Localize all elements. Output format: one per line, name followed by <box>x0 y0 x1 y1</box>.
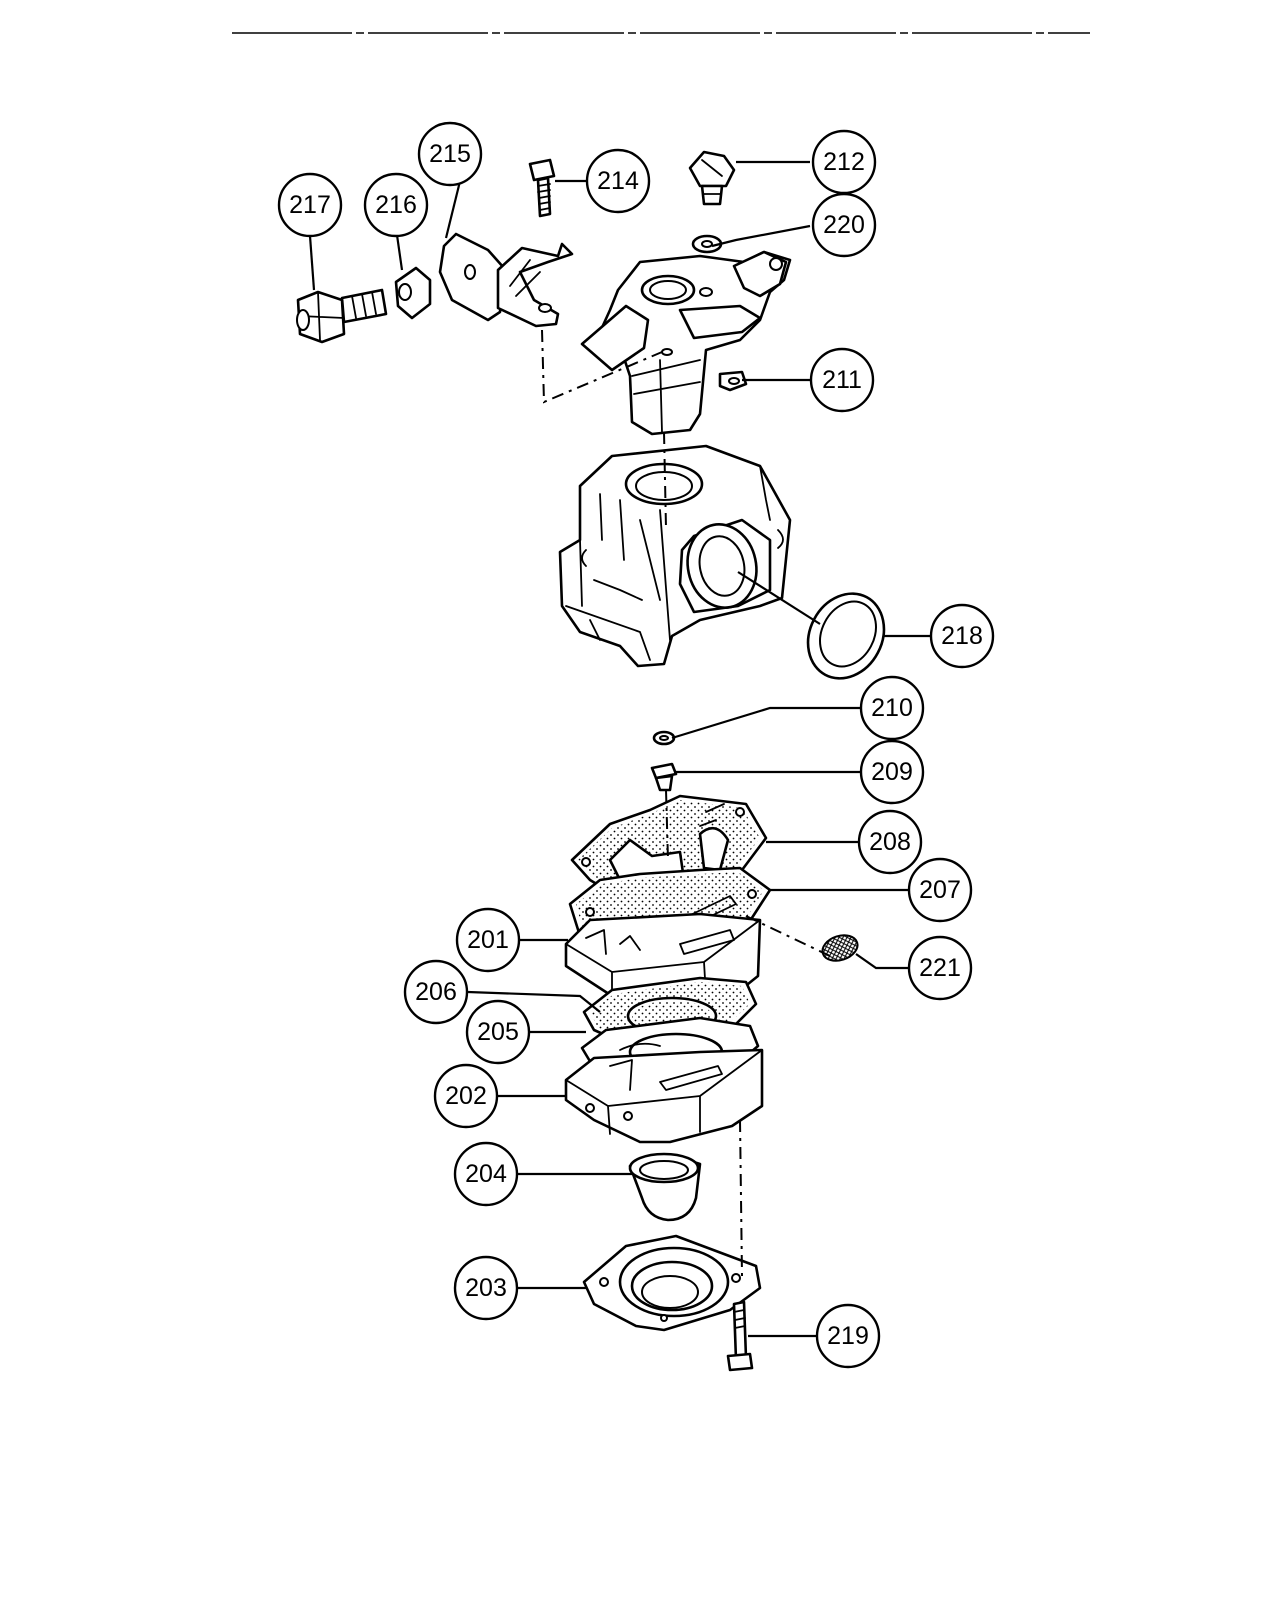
callout-202: 202 <box>433 1063 499 1129</box>
part-211-clip <box>718 370 748 392</box>
callout-218: 218 <box>929 603 995 669</box>
callout-label: 217 <box>289 191 331 219</box>
callout-219: 219 <box>815 1303 881 1369</box>
callout-label: 216 <box>375 191 417 219</box>
part-210-oring <box>652 730 676 746</box>
callout-208: 208 <box>857 809 923 875</box>
callout-209: 209 <box>859 739 925 805</box>
callout-label: 201 <box>467 926 509 954</box>
callout-220: 220 <box>811 192 877 258</box>
callout-217: 217 <box>277 172 343 238</box>
part-204-cup <box>628 1152 702 1222</box>
callout-214: 214 <box>585 148 651 214</box>
part-209-valve <box>650 762 678 792</box>
carburetor-body <box>558 444 792 668</box>
part-203-plate <box>582 1234 762 1332</box>
part-217-fitting <box>296 288 388 344</box>
callout-label: 202 <box>445 1082 487 1110</box>
callout-label: 218 <box>941 622 983 650</box>
callout-label: 206 <box>415 978 457 1006</box>
callout-label: 203 <box>465 1274 507 1302</box>
callout-label: 212 <box>823 148 865 176</box>
callout-206: 206 <box>403 959 469 1025</box>
callout-205: 205 <box>465 999 531 1065</box>
callout-215: 215 <box>417 121 483 187</box>
callout-label: 219 <box>827 1322 869 1350</box>
leader-lines <box>308 160 930 1338</box>
callout-221: 221 <box>907 935 973 1001</box>
part-219-screw <box>726 1300 754 1372</box>
assembly-lines <box>541 329 831 1277</box>
callout-212: 212 <box>811 129 877 195</box>
callout-204: 204 <box>453 1141 519 1207</box>
throttle-housing <box>580 250 792 436</box>
part-221-strainer <box>821 934 859 962</box>
part-218-seal <box>806 592 886 680</box>
callout-label: 221 <box>919 954 961 982</box>
callout-label: 204 <box>465 1160 507 1188</box>
part-216-nut <box>394 266 432 320</box>
part-212-screw <box>688 150 736 206</box>
callout-label: 209 <box>871 758 913 786</box>
part-214-screw <box>528 158 556 218</box>
callout-label: 211 <box>822 366 862 394</box>
callout-207: 207 <box>907 857 973 923</box>
part-202-cover <box>564 1048 764 1144</box>
callout-label: 220 <box>823 211 865 239</box>
callout-label: 215 <box>429 140 471 168</box>
callout-211: 211 <box>809 347 875 413</box>
callout-label: 205 <box>477 1018 519 1046</box>
callout-201: 201 <box>455 907 521 973</box>
callout-203: 203 <box>453 1255 519 1321</box>
callout-label: 207 <box>919 876 961 904</box>
callout-216: 216 <box>363 172 429 238</box>
callout-210: 210 <box>859 675 925 741</box>
callout-label: 210 <box>871 694 913 722</box>
callout-label: 208 <box>869 828 911 856</box>
part-215-bracket <box>438 232 574 328</box>
callout-label: 214 <box>597 167 639 195</box>
